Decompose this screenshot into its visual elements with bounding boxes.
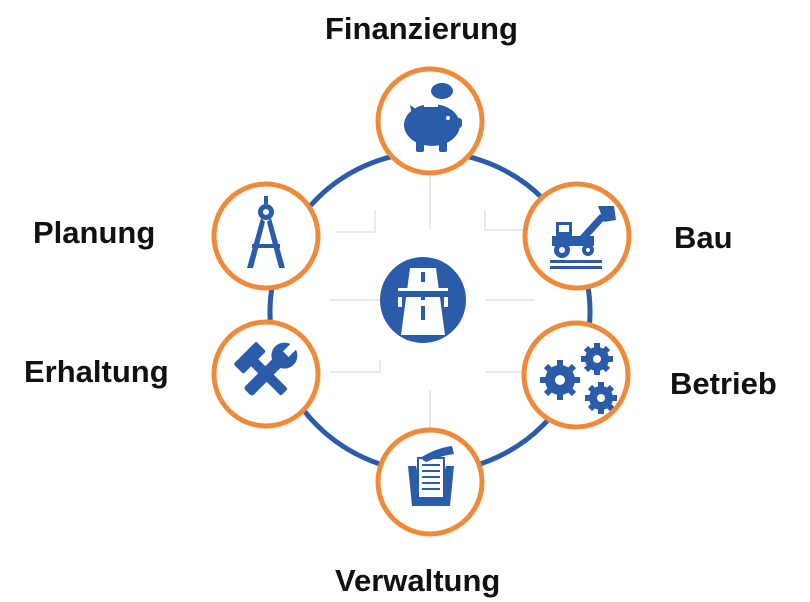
node-bau xyxy=(522,181,632,291)
label-erhaltung: Erhaltung xyxy=(24,354,169,389)
node-betrieb xyxy=(521,320,631,430)
node-planung xyxy=(211,181,321,291)
node-finanzierung xyxy=(375,66,485,176)
drafting-compass-icon xyxy=(247,196,285,268)
wrench-hammer-icon xyxy=(234,342,298,396)
motorway-icon xyxy=(380,257,466,343)
construction-vehicle-icon xyxy=(550,206,616,269)
node-erhaltung xyxy=(211,319,321,429)
connector-lines xyxy=(330,168,535,430)
label-planung: Planung xyxy=(33,215,156,250)
piggy-bank-icon xyxy=(404,83,462,152)
node-verwaltung xyxy=(375,427,485,537)
label-bau: Bau xyxy=(674,220,733,255)
label-betrieb: Betrieb xyxy=(670,366,777,401)
label-finanzierung: Finanzierung xyxy=(325,11,518,46)
label-verwaltung: Verwaltung xyxy=(335,563,501,598)
gears-icon xyxy=(540,343,617,414)
document-tray-icon xyxy=(408,446,454,506)
